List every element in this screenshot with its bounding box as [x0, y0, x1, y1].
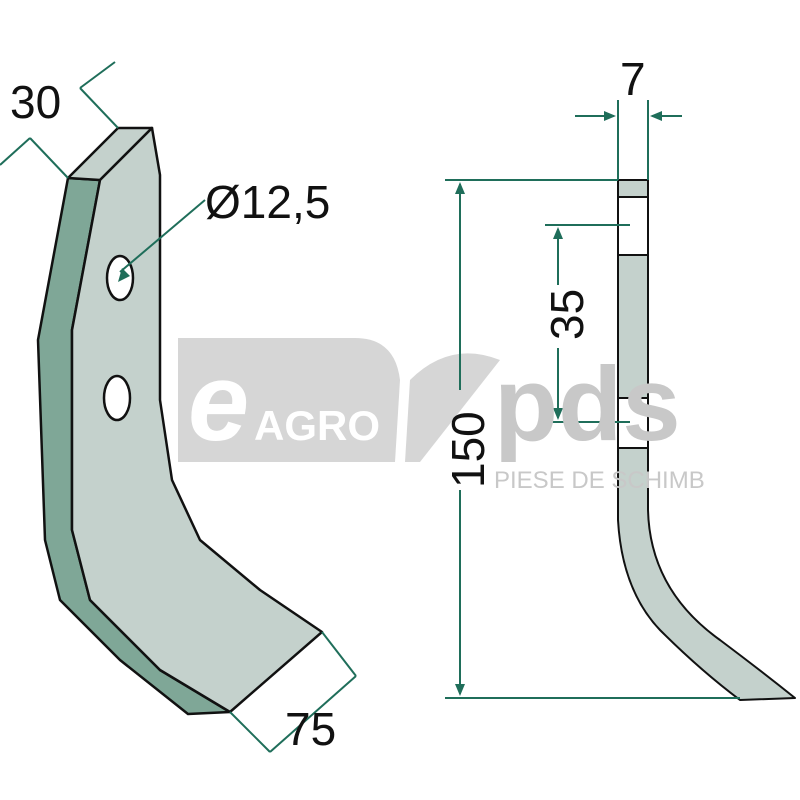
mounting-hole-lower — [102, 374, 132, 422]
watermark-e: e — [188, 341, 249, 464]
dimension-lines-left — [0, 61, 357, 753]
dim-hole-diameter-label: Ø12,5 — [205, 176, 330, 228]
dim-width-label: 30 — [10, 76, 61, 128]
dimension-arrows — [118, 111, 662, 696]
dim-thickness-label: 7 — [620, 53, 646, 105]
dim-height-label: 150 — [442, 411, 494, 488]
watermark-tagline: PIESE DE SCHIMB — [494, 467, 705, 494]
blade-front-face — [70, 126, 324, 714]
watermark-background — [178, 338, 500, 462]
dim-hole-spacing-label: 35 — [541, 289, 593, 340]
blade-perspective-view — [36, 126, 324, 716]
watermark-agro: AGRO — [254, 402, 380, 449]
watermark-pds: pds — [494, 346, 681, 463]
dimension-lines-right — [445, 100, 740, 699]
dim-tip-width-label: 75 — [285, 703, 336, 755]
watermark-logo: e AGRO pds PIESE DE SCHIMB — [188, 341, 705, 494]
